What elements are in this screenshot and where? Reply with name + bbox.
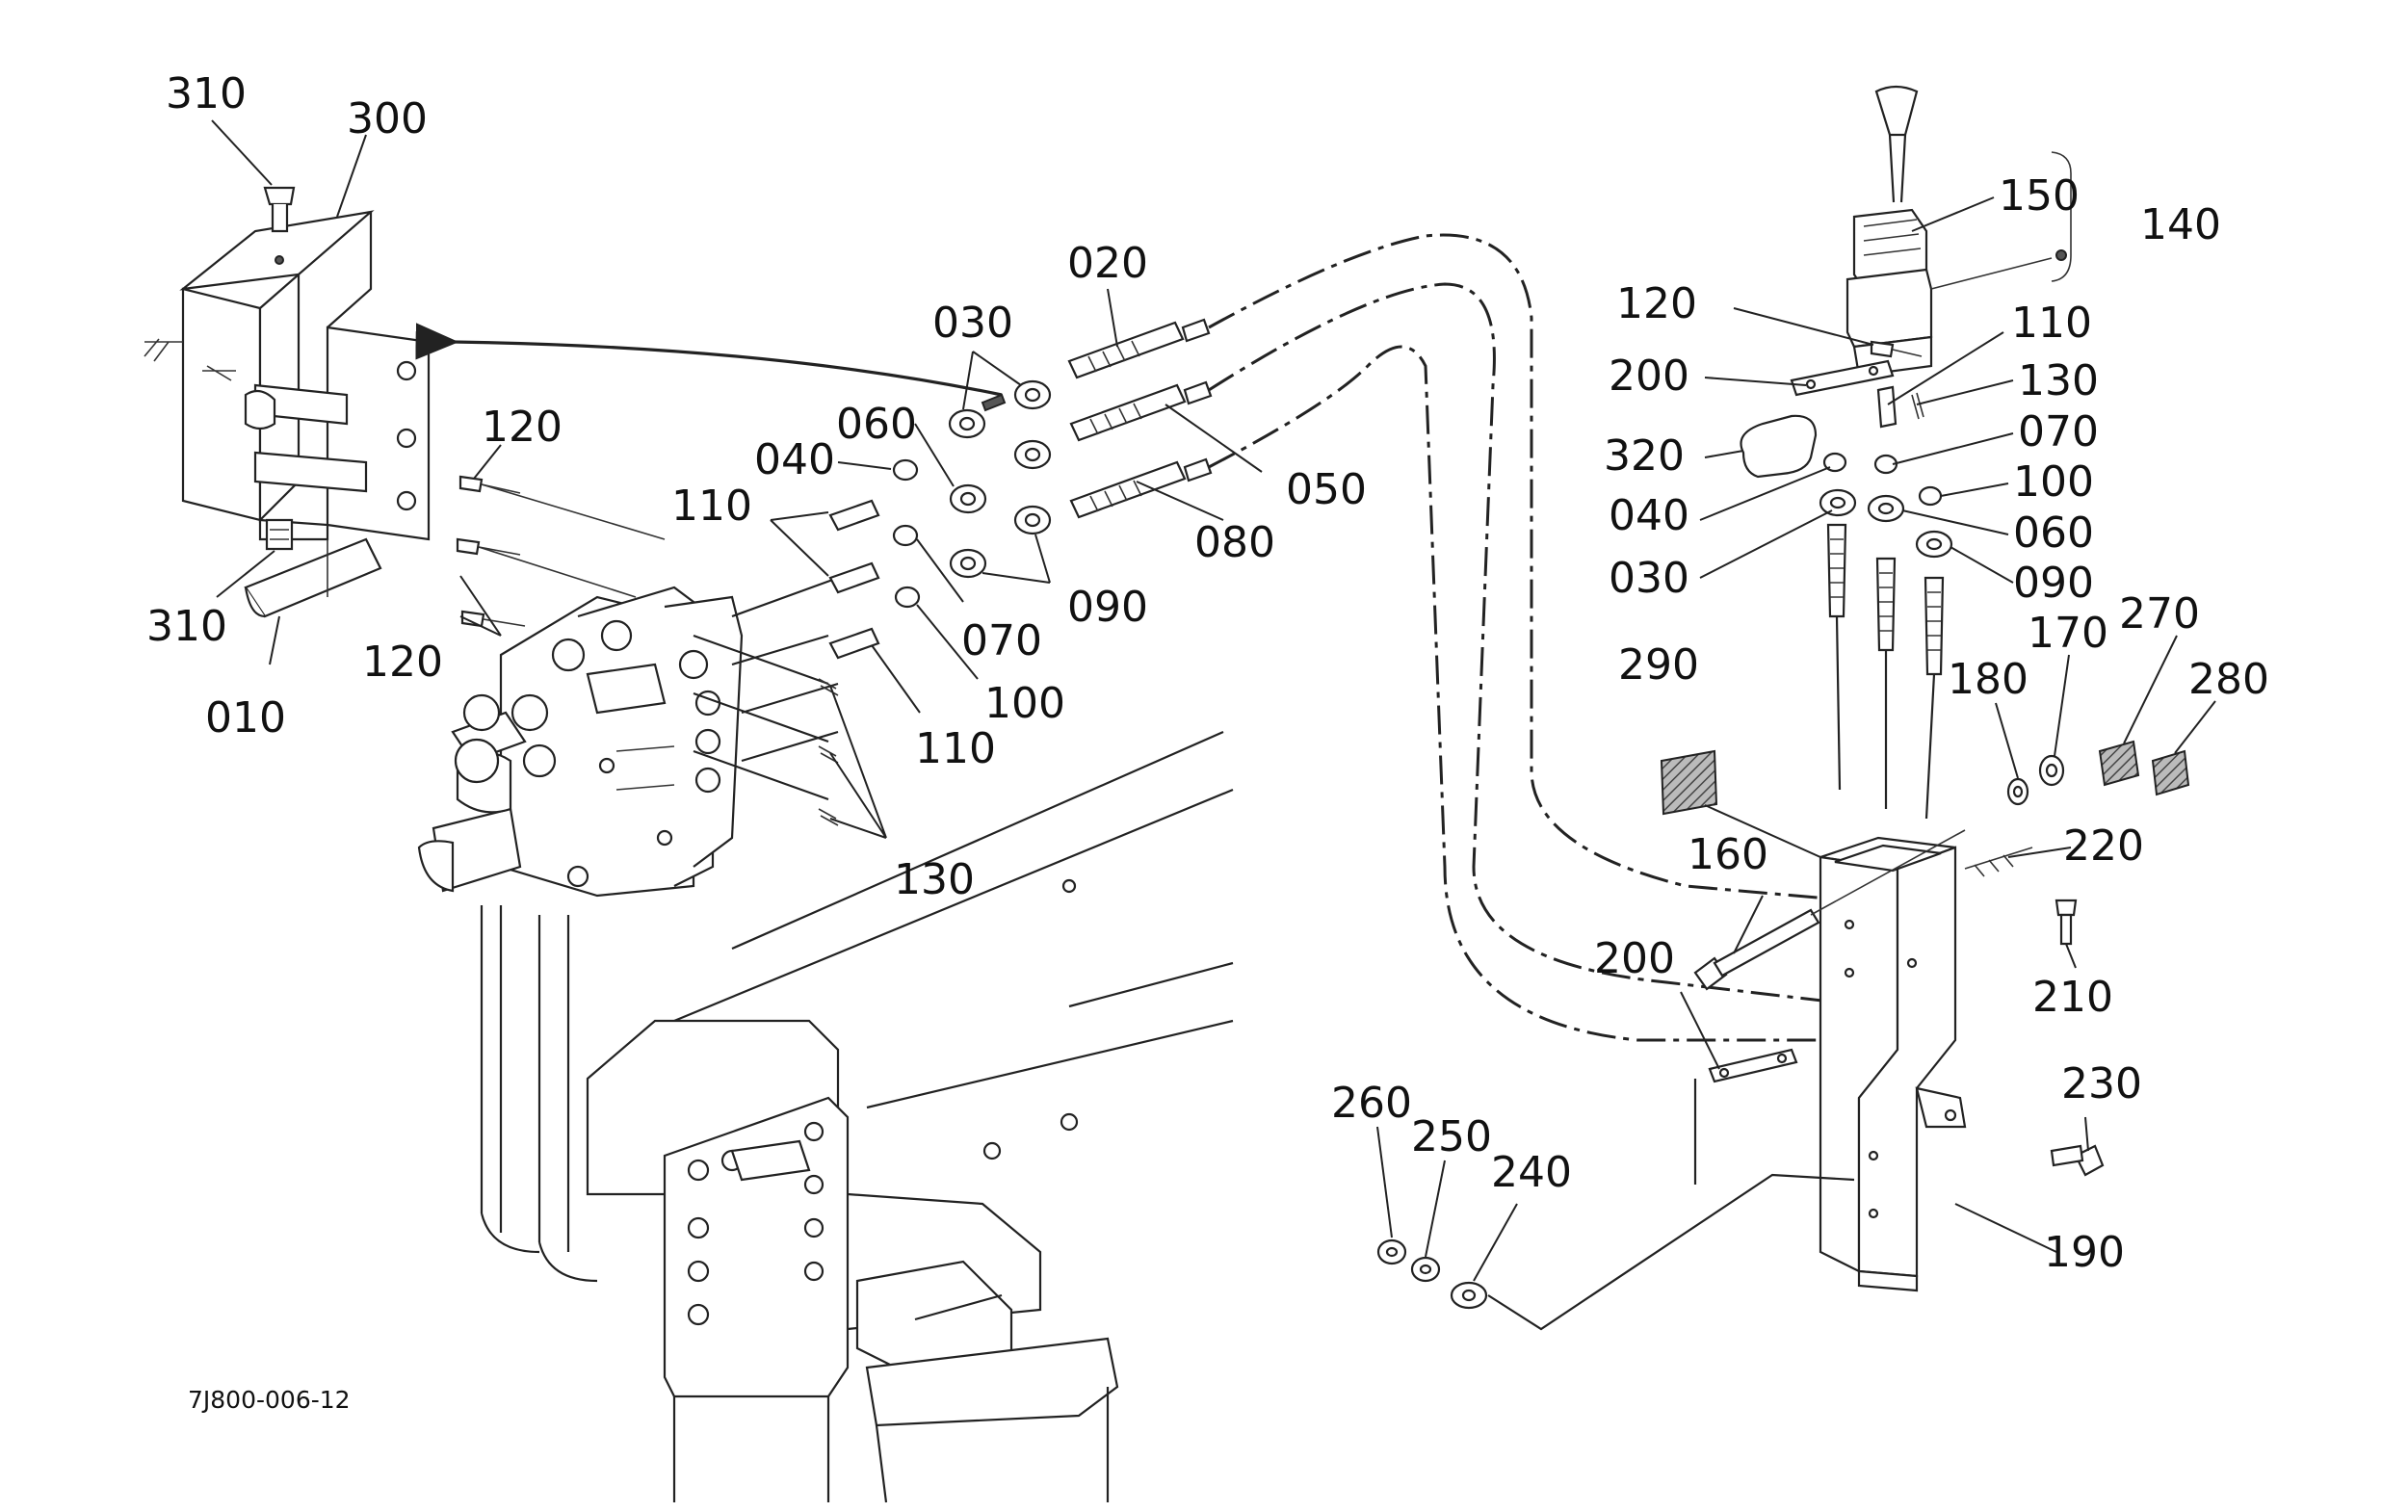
callout-150: 150 <box>1999 171 2080 221</box>
callout-030-right: 030 <box>1609 554 1689 603</box>
callout-310-bottom: 310 <box>146 602 227 651</box>
callout-110-right: 110 <box>2011 299 2092 348</box>
callout-310-top: 310 <box>166 69 247 118</box>
callout-070-left: 070 <box>961 616 1042 665</box>
callout-020: 020 <box>1067 239 1148 288</box>
control-valve <box>417 475 839 898</box>
callout-090-left: 090 <box>1067 583 1148 632</box>
callout-120-top: 120 <box>482 403 563 452</box>
control-cables <box>1208 233 1850 1042</box>
callout-290: 290 <box>1618 640 1699 690</box>
callout-040-left: 040 <box>754 435 835 484</box>
lever-assembly <box>1376 85 2190 1331</box>
callout-120-right: 120 <box>1616 279 1697 328</box>
callout-230: 230 <box>2061 1059 2142 1108</box>
leader-lines <box>211 119 2216 1282</box>
callout-240: 240 <box>1491 1148 1572 1197</box>
callout-170: 170 <box>2028 609 2108 658</box>
callout-260: 260 <box>1331 1079 1412 1128</box>
callout-200-top: 200 <box>1609 352 1689 401</box>
callout-300: 300 <box>347 94 428 143</box>
callout-numbers: 310 300 310 010 120 120 110 040 060 030 … <box>146 69 2269 1277</box>
cable-end-parts <box>818 318 1213 826</box>
callout-120-bottom: 120 <box>362 638 443 687</box>
callout-110-left: 110 <box>671 482 752 531</box>
callout-270: 270 <box>2119 589 2200 639</box>
callout-080: 080 <box>1194 518 1275 567</box>
callout-110-mid: 110 <box>915 724 996 773</box>
callout-140: 140 <box>2140 200 2221 249</box>
callout-130-right: 130 <box>2018 356 2099 405</box>
figure-code: 7J800-006-12 <box>188 1386 351 1414</box>
callout-280: 280 <box>2188 655 2269 704</box>
callout-130-left: 130 <box>894 855 975 904</box>
tractor-frame <box>480 730 1234 1503</box>
callout-200-bottom: 200 <box>1594 934 1675 983</box>
callout-190: 190 <box>2044 1228 2125 1277</box>
callout-070-right: 070 <box>2018 407 2099 456</box>
callout-040-right: 040 <box>1609 491 1689 540</box>
bracket-300 <box>144 186 1003 618</box>
callout-210: 210 <box>2032 973 2113 1022</box>
callout-090-right: 090 <box>2013 559 2094 608</box>
callout-060-right: 060 <box>2013 508 2094 558</box>
callout-220: 220 <box>2063 821 2144 871</box>
callout-030-left: 030 <box>932 299 1013 348</box>
callout-180: 180 <box>1948 655 2028 704</box>
callout-060-left: 060 <box>836 400 917 449</box>
callout-320: 320 <box>1604 431 1685 481</box>
callout-050: 050 <box>1286 465 1367 514</box>
callout-160: 160 <box>1688 830 1768 879</box>
callout-010: 010 <box>205 693 286 743</box>
callout-100-left: 100 <box>984 679 1065 728</box>
callout-250: 250 <box>1411 1112 1492 1161</box>
callout-100-right: 100 <box>2013 457 2094 507</box>
